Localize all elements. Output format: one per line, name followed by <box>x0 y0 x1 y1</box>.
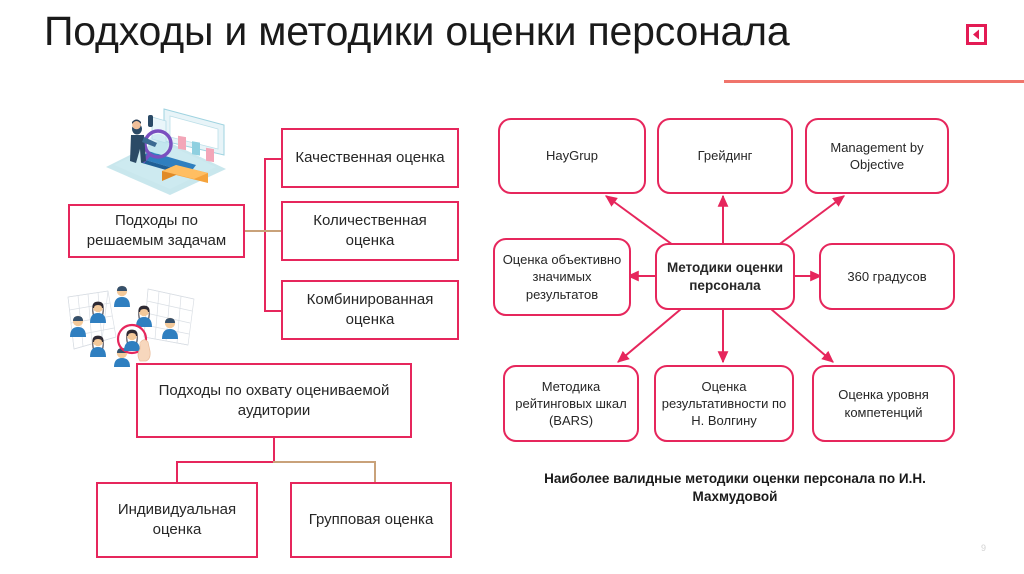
connector-trunk-tasks <box>264 158 266 312</box>
node-bars-rating-scales[interactable]: Методика рейтинговых шкал (BARS) <box>503 365 639 442</box>
connector-audience-bus-right <box>273 461 376 463</box>
node-approaches-by-audience[interactable]: Подходы по охвату оцениваемой аудитории <box>136 363 412 438</box>
node-quantitative-assessment[interactable]: Количественная оценка <box>281 201 459 261</box>
node-greyding[interactable]: Грейдинг <box>657 118 793 194</box>
connector-stub-qualitative <box>264 158 282 160</box>
connector-drop-group <box>374 461 376 483</box>
connector-stub-quantitative <box>264 230 282 232</box>
arrow-center-to-mbo <box>776 195 845 247</box>
node-approaches-by-tasks[interactable]: Подходы по решаемым задачам <box>68 204 245 258</box>
page-number: 9 <box>981 543 987 553</box>
node-management-by-objective[interactable]: Management by Objective <box>805 118 949 194</box>
arrow-center-to-bars <box>617 308 682 363</box>
page-title: Подходы и методики оценки персонала <box>44 8 790 54</box>
node-group-assessment[interactable]: Групповая оценка <box>290 482 452 558</box>
node-360-degrees[interactable]: 360 градусов <box>819 243 955 310</box>
person-with-magnifier-at-screen-illustration <box>100 103 232 195</box>
node-volgin-performance[interactable]: Оценка результативности по Н. Волгину <box>654 365 794 442</box>
previous-chevron-icon[interactable] <box>966 24 987 45</box>
title-underline-rule <box>724 80 1024 83</box>
connector-root-tasks-horizontal <box>245 230 265 232</box>
node-combined-assessment[interactable]: Комбинированная оценка <box>281 280 459 340</box>
node-individual-assessment[interactable]: Индивидуальная оценка <box>96 482 258 558</box>
arrow-center-to-competence <box>770 308 834 363</box>
connector-stub-combined <box>264 310 282 312</box>
connector-drop-individual <box>176 461 178 483</box>
connector-audience-bus-left <box>176 461 275 463</box>
node-qualitative-assessment[interactable]: Качественная оценка <box>281 128 459 188</box>
node-haygrup[interactable]: HayGrup <box>498 118 646 194</box>
node-objective-significant-results[interactable]: Оценка объективно значимых результатов <box>493 238 631 316</box>
connector-root-audience-vertical <box>273 437 275 462</box>
people-network-selection-illustration <box>62 283 202 371</box>
mindmap-caption: Наиболее валидные методики оценки персон… <box>544 471 926 505</box>
node-competence-level[interactable]: Оценка уровня компетенций <box>812 365 955 442</box>
node-center-assessment-methods[interactable]: Методики оценки персонала <box>655 243 795 310</box>
